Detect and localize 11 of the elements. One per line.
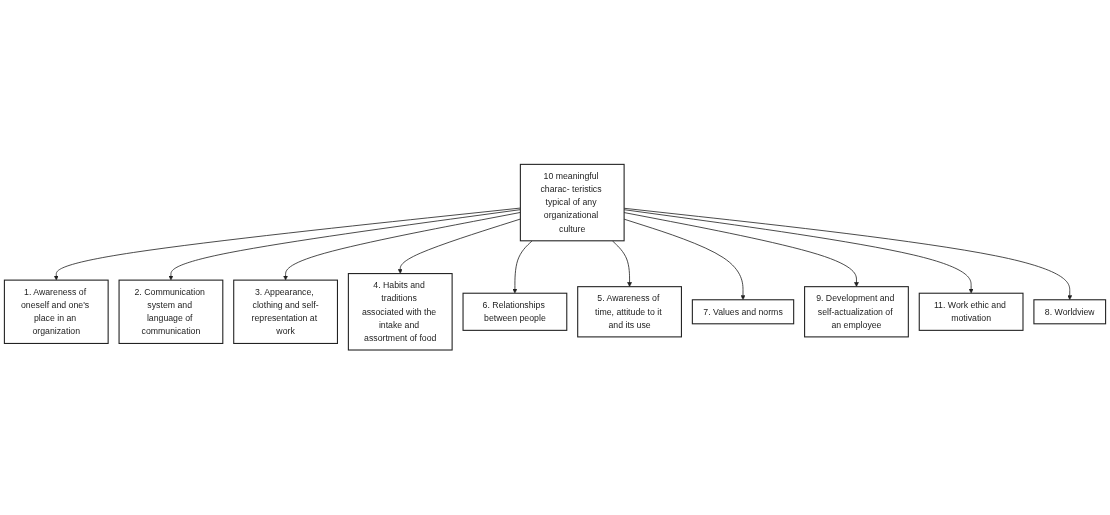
node-box: 1. Awareness of oneself and one's place in an organization <box>3 279 109 345</box>
node-box: 3. Appearance, clothing and self-representation at work <box>233 279 338 345</box>
node-box: 4. Habits and traditions associated with the intake and assortment of food <box>347 273 453 351</box>
node-box: 2. Communication system and language of communication <box>118 279 224 345</box>
node-box: 8. Worldview <box>1033 299 1107 325</box>
node-box: 10 meaningful charac- teristics typical of any organizational culture <box>519 164 625 242</box>
node-box: 11. Work ethic and motivation <box>918 293 1024 332</box>
node-box: 6. Relationships between people <box>462 293 568 332</box>
node-box: 9. Development and self-actualization of an employee <box>804 286 909 338</box>
node-box: 5. Awareness of time, attitude to it and its use <box>577 286 682 338</box>
node-box: 7. Values and norms <box>691 299 795 325</box>
